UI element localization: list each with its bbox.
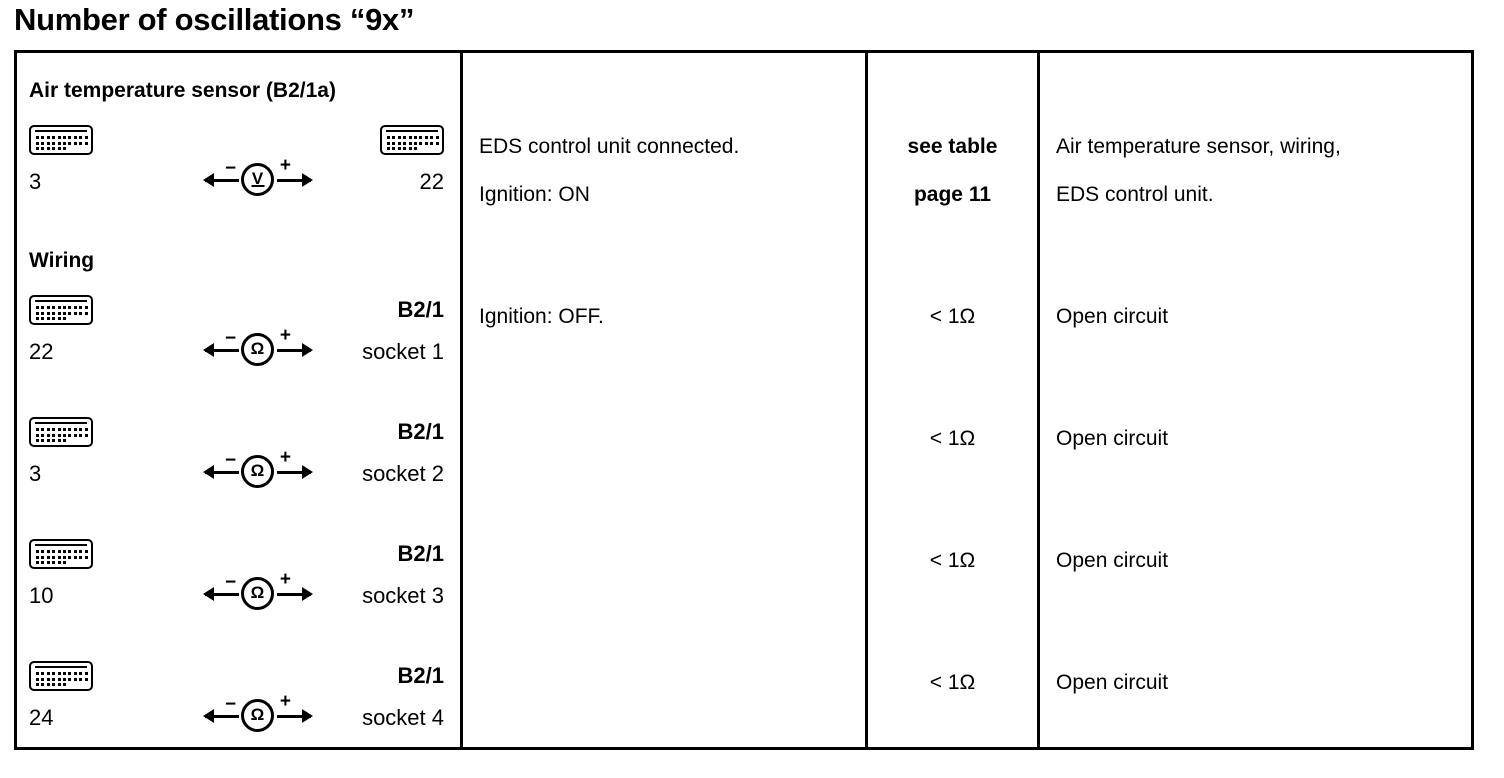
cause-text: Open circuit xyxy=(1056,305,1169,328)
pin-number-left: 22 xyxy=(29,339,54,364)
spec-value: page 11 xyxy=(913,183,992,206)
polarity-minus: − xyxy=(225,694,237,715)
meter-glyph: V xyxy=(251,169,264,188)
polarity-plus: + xyxy=(279,155,291,176)
measurement-row: 3 22 − + V xyxy=(17,125,460,213)
meter-glyph: Ω xyxy=(250,461,265,480)
ohmmeter-icon: − + Ω xyxy=(203,692,313,733)
polarity-minus: − xyxy=(225,450,237,471)
measurement-row: B2/1 10 socket 3 − + Ω xyxy=(17,539,460,627)
pin-number-left: 3 xyxy=(29,461,42,486)
polarity-plus: + xyxy=(279,691,291,712)
terminal-label: B2/1 xyxy=(397,419,444,444)
cause-text: Open circuit xyxy=(1056,427,1169,450)
cause-text: Open circuit xyxy=(1056,549,1169,572)
measurement-row: B2/1 22 socket 1 − + Ω xyxy=(17,295,460,383)
terminal-label: B2/1 xyxy=(397,541,444,566)
polarity-minus: − xyxy=(225,572,237,593)
connector-icon xyxy=(29,661,93,691)
measurement-row: B2/1 24 socket 4 − + Ω xyxy=(17,661,460,749)
connector-icon xyxy=(380,125,444,155)
connector-icon xyxy=(29,295,93,325)
cause-text: Open circuit xyxy=(1056,671,1169,694)
spec-value: < 1Ω xyxy=(929,671,976,694)
column-specified-value: see table page 11 < 1Ω < 1Ω < 1Ω < 1Ω xyxy=(868,53,1040,747)
polarity-plus: + xyxy=(279,569,291,590)
terminal-label: B2/1 xyxy=(397,297,444,322)
polarity-plus: + xyxy=(279,447,291,468)
socket-label: socket 2 xyxy=(362,461,444,486)
voltmeter-icon: − + V xyxy=(203,156,313,197)
connector-icon xyxy=(29,417,93,447)
ohmmeter-icon: − + Ω xyxy=(203,570,313,611)
ohmmeter-icon: − + Ω xyxy=(203,326,313,367)
section-header-wiring: Wiring xyxy=(29,249,95,272)
cause-text: EDS control unit. xyxy=(1056,183,1214,206)
page-title: Number of oscillations “9x” xyxy=(14,2,415,37)
terminal-label: B2/1 xyxy=(397,663,444,688)
pin-number-left: 10 xyxy=(29,583,54,608)
pin-number-left: 24 xyxy=(29,705,54,730)
socket-label: socket 3 xyxy=(362,583,444,608)
spec-value: < 1Ω xyxy=(929,305,976,328)
condition-text: Ignition: OFF. xyxy=(479,305,604,328)
polarity-minus: − xyxy=(225,158,237,179)
column-possible-cause: Air temperature sensor, wiring, EDS cont… xyxy=(1040,53,1471,747)
meter-glyph: Ω xyxy=(250,583,265,602)
spec-value: < 1Ω xyxy=(929,549,976,572)
diagnosis-table: Air temperature sensor (B2/1a) Wiring 3 … xyxy=(14,50,1474,750)
socket-label: socket 1 xyxy=(362,339,444,364)
ohmmeter-icon: − + Ω xyxy=(203,448,313,489)
socket-label: socket 4 xyxy=(362,705,444,730)
meter-glyph: Ω xyxy=(250,705,265,724)
meter-glyph: Ω xyxy=(250,339,265,358)
column-measurement: Air temperature sensor (B2/1a) Wiring 3 … xyxy=(17,53,463,747)
polarity-minus: − xyxy=(225,328,237,349)
cause-text: Air temperature sensor, wiring, xyxy=(1056,135,1341,158)
connector-icon xyxy=(29,539,93,569)
condition-text: Ignition: ON xyxy=(479,183,590,206)
column-test-conditions: EDS control unit connected. Ignition: ON… xyxy=(463,53,868,747)
pin-number-left: 3 xyxy=(29,169,42,194)
condition-text: EDS control unit connected. xyxy=(479,135,740,158)
spec-value: see table xyxy=(907,135,998,158)
spec-value: < 1Ω xyxy=(929,427,976,450)
measurement-row: B2/1 3 socket 2 − + Ω xyxy=(17,417,460,505)
pin-number-right: 22 xyxy=(419,169,444,194)
section-header-sensor: Air temperature sensor (B2/1a) xyxy=(29,79,336,102)
polarity-plus: + xyxy=(279,325,291,346)
connector-icon xyxy=(29,125,93,155)
